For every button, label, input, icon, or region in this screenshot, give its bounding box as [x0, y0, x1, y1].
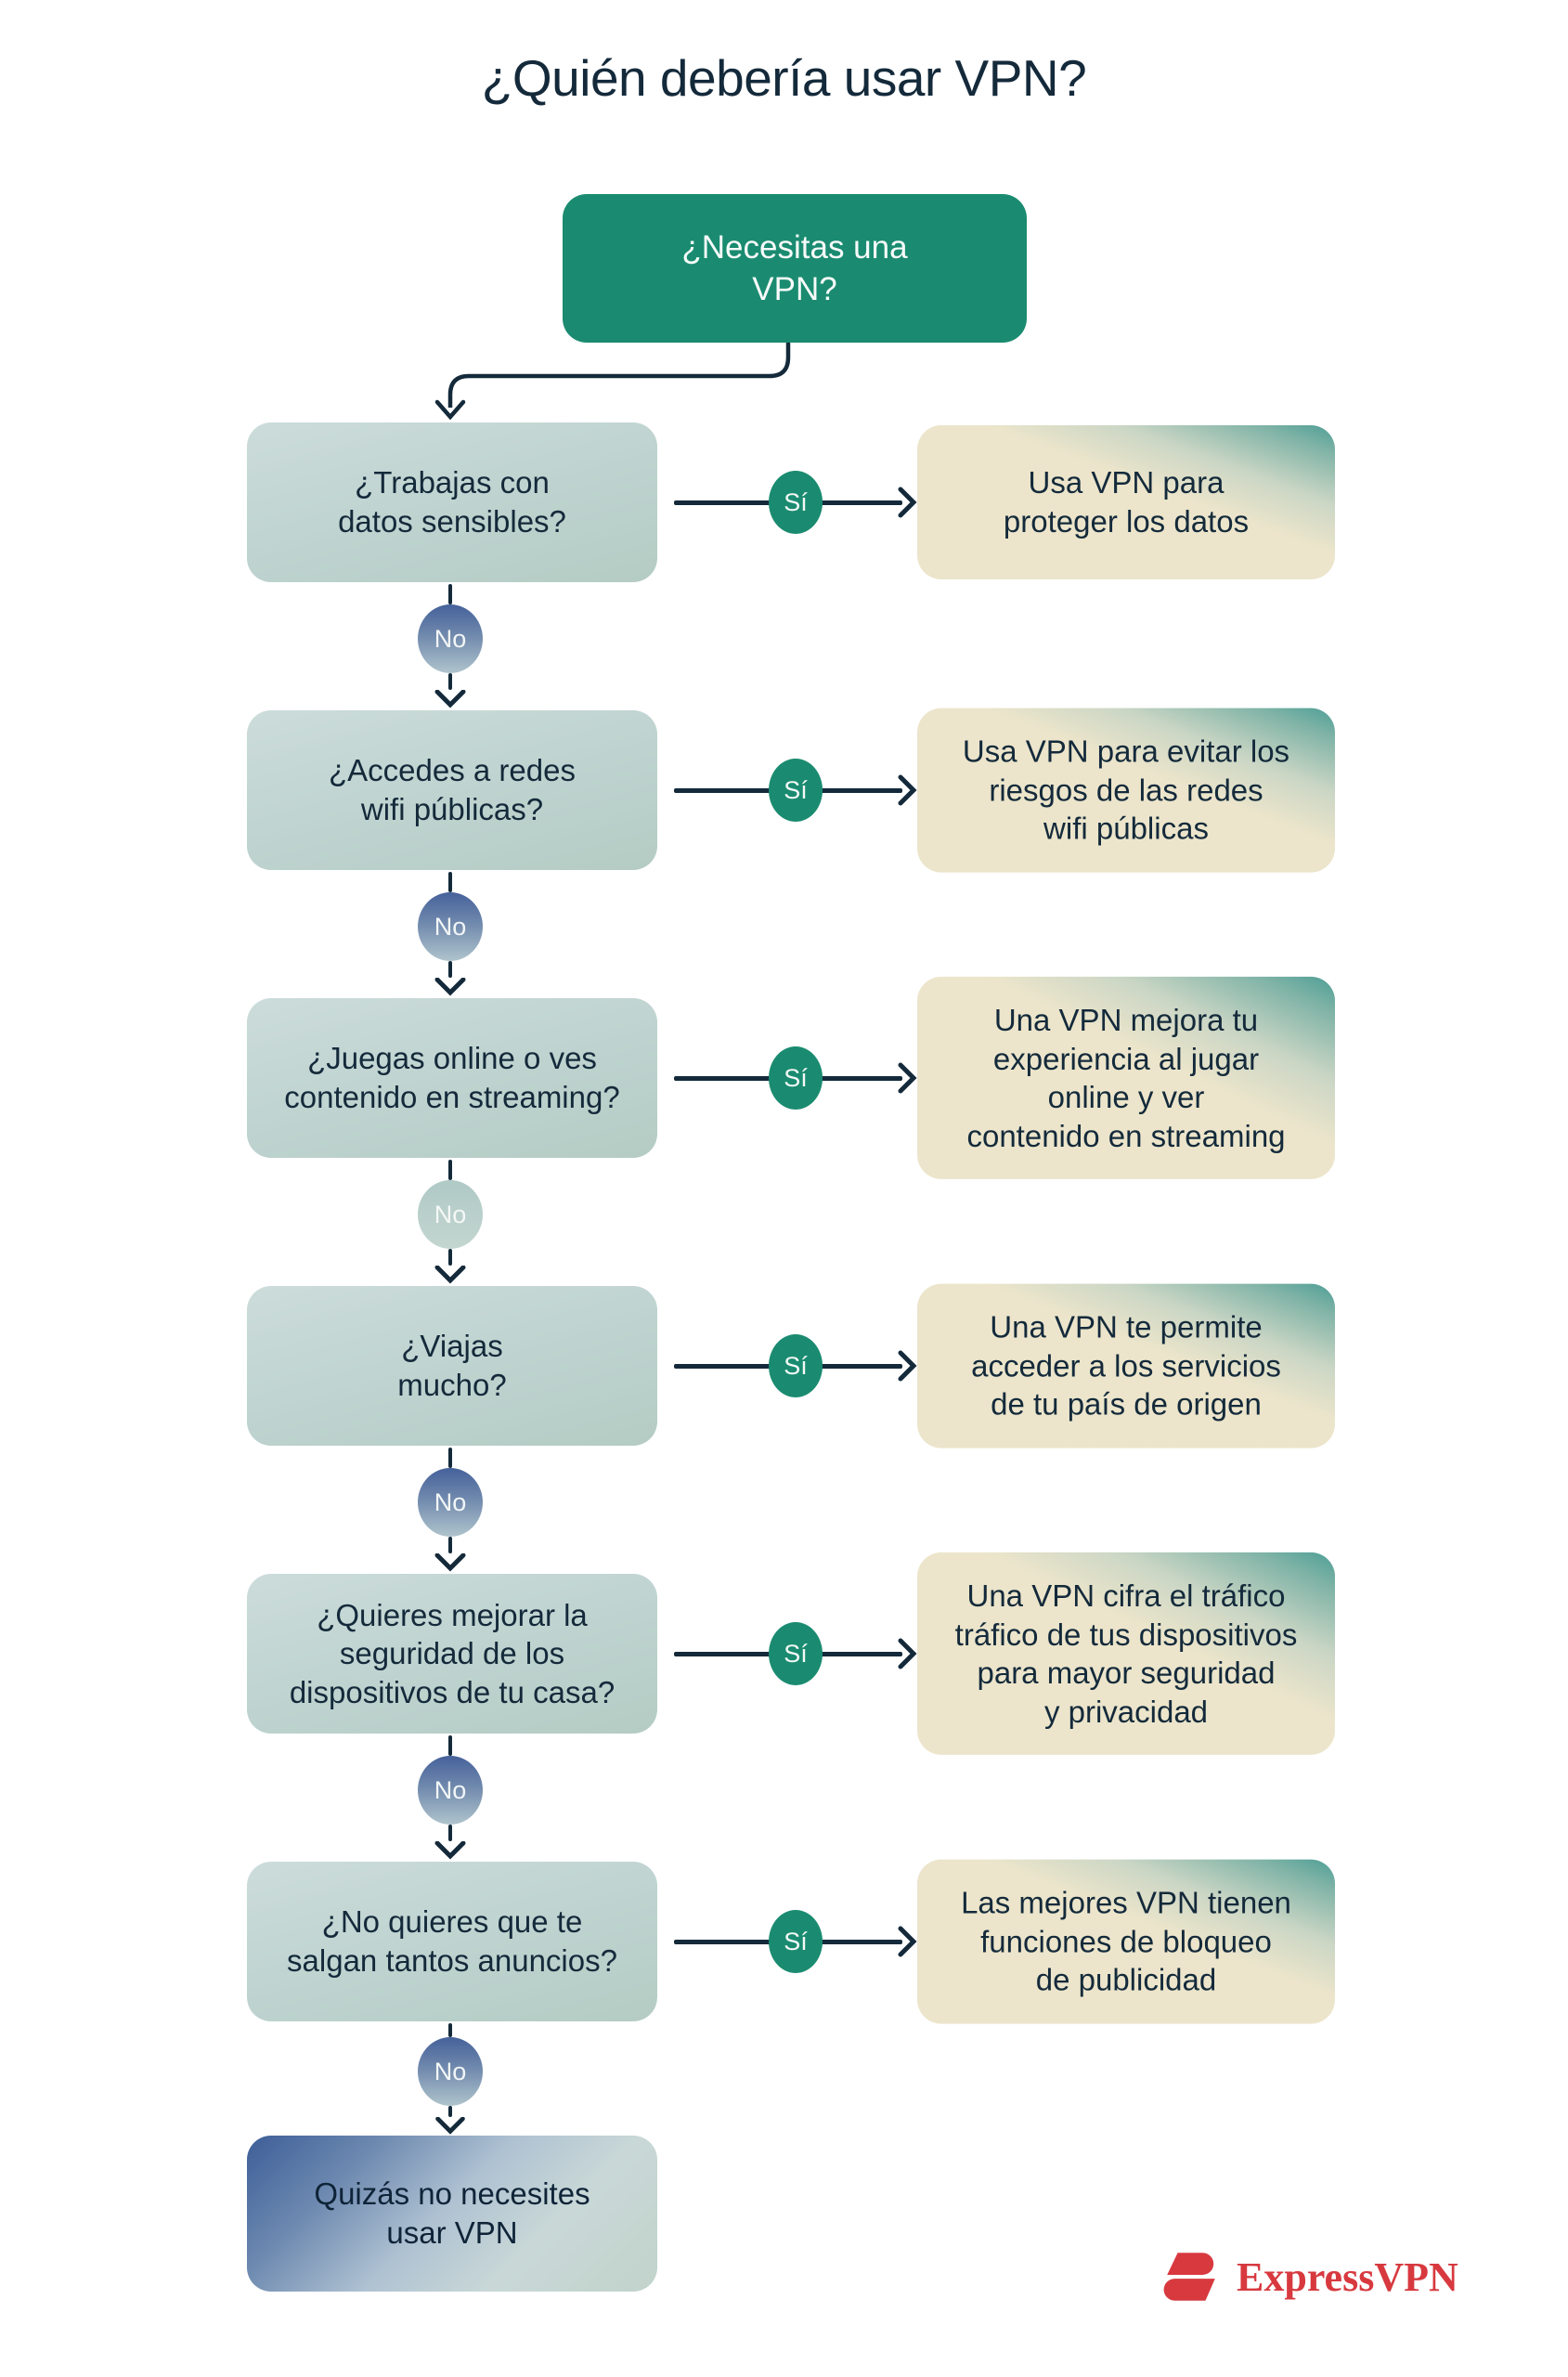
arrow-right-icon: [898, 1638, 917, 1669]
question-text: ¿No quieres que te salgan tantos anuncio…: [287, 1904, 617, 1978]
no-label: No: [434, 2057, 467, 2085]
answer-box-3: Una VPN mejora tu experiencia al jugar o…: [917, 976, 1335, 1180]
start-elbow-connector: [434, 343, 791, 421]
answer-box-1: Usa VPN para proteger los datos: [917, 425, 1335, 579]
yes-label: Sí: [784, 1639, 808, 1668]
no-label: No: [434, 1487, 467, 1516]
start-node-label: ¿Necesitas una VPN?: [681, 228, 908, 308]
no-label: No: [434, 912, 467, 941]
expressvpn-mark-icon: [1163, 2253, 1215, 2301]
start-node: ¿Necesitas una VPN?: [563, 194, 1027, 343]
yes-pill: Sí: [769, 759, 823, 822]
arrow-down-icon: [434, 1553, 466, 1572]
arrow-down-icon: [434, 1266, 466, 1284]
question-text: ¿Quieres mejorar la seguridad de los dis…: [289, 1597, 616, 1709]
answer-text: Usa VPN para evitar los riesgos de las r…: [962, 734, 1290, 846]
arrow-right-icon: [898, 774, 917, 806]
no-pill: No: [418, 1180, 483, 1249]
arrow-down-icon: [434, 1841, 466, 1860]
no-pill: No: [418, 604, 483, 673]
connector-line: [447, 2023, 453, 2038]
answer-box-2: Usa VPN para evitar los riesgos de las r…: [917, 708, 1335, 873]
connector-line: [447, 1537, 453, 1553]
question-box-1: ¿Trabajas con datos sensibles?: [247, 422, 657, 582]
yes-connector-3: Sí: [674, 1046, 917, 1111]
arrow-right-icon: [898, 1350, 917, 1382]
yes-label: Sí: [784, 1351, 808, 1380]
question-text: ¿Trabajas con datos sensibles?: [338, 465, 566, 539]
no-connector-1: No: [418, 584, 483, 708]
no-pill: No: [418, 1468, 483, 1537]
arrow-down-icon: [434, 690, 466, 708]
no-label: No: [434, 624, 467, 653]
brand-wordmark: ExpressVPN: [1237, 2254, 1458, 2300]
yes-connector-6: Sí: [674, 1909, 917, 1974]
answer-box-4: Una VPN te permite acceder a los servici…: [917, 1283, 1335, 1448]
answer-box-6: Las mejores VPN tienen funciones de bloq…: [917, 1859, 1335, 2024]
yes-pill: Sí: [769, 1910, 823, 1973]
no-connector-5: No: [418, 1735, 483, 1860]
answer-text: Una VPN cifra el tráfico tráfico de tus …: [954, 1578, 1298, 1729]
no-connector-2: No: [418, 872, 483, 996]
yes-label: Sí: [784, 1063, 808, 1092]
yes-connector-1: Sí: [674, 470, 917, 535]
yes-pill: Sí: [769, 1334, 823, 1397]
arrow-right-icon: [898, 1926, 917, 1957]
connector-line: [447, 1825, 453, 1841]
answer-text: Una VPN te permite acceder a los servici…: [971, 1309, 1281, 1422]
connector-line: [447, 872, 453, 892]
yes-connector-5: Sí: [674, 1621, 917, 1686]
answer-text: Usa VPN para proteger los datos: [1003, 465, 1250, 539]
arrow-down-icon: [434, 978, 466, 996]
arrow-down-icon: [434, 399, 466, 421]
no-label: No: [434, 1775, 467, 1804]
end-node-label: Quizás no necesites usar VPN: [314, 2176, 590, 2250]
arrow-right-icon: [898, 1062, 917, 1094]
connector-line: [447, 961, 453, 978]
no-connector-4: No: [418, 1448, 483, 1572]
no-label: No: [434, 1200, 467, 1228]
question-box-2: ¿Accedes a redes wifi públicas?: [247, 710, 657, 870]
page-title: ¿Quién debería usar VPN?: [481, 49, 1087, 107]
connector-line: [447, 1160, 453, 1180]
connector-line: [447, 1735, 453, 1756]
yes-pill: Sí: [769, 1622, 823, 1685]
question-text: ¿Viajas mucho?: [397, 1329, 507, 1402]
yes-pill: Sí: [769, 471, 823, 534]
no-connector-3: No: [418, 1160, 483, 1284]
yes-label: Sí: [784, 1927, 808, 1955]
connector-line: [447, 1249, 453, 1266]
yes-label: Sí: [784, 487, 808, 516]
connector-line: [447, 2106, 453, 2117]
question-text: ¿Juegas online o ves contenido en stream…: [284, 1041, 620, 1114]
yes-pill: Sí: [769, 1046, 823, 1110]
yes-label: Sí: [784, 775, 808, 804]
yes-connector-4: Sí: [674, 1333, 917, 1398]
answer-text: Una VPN mejora tu experiencia al jugar o…: [966, 1002, 1286, 1153]
question-box-3: ¿Juegas online o ves contenido en stream…: [247, 998, 657, 1158]
end-node: Quizás no necesites usar VPN: [247, 2136, 657, 2292]
no-pill: No: [418, 2037, 483, 2107]
no-pill: No: [418, 892, 483, 961]
answer-text: Las mejores VPN tienen funciones de bloq…: [961, 1885, 1291, 1997]
arrow-right-icon: [898, 487, 917, 518]
no-connector-6: No: [418, 2023, 483, 2135]
brand-logo: ExpressVPN: [1160, 2243, 1458, 2310]
question-text: ¿Accedes a redes wifi públicas?: [329, 753, 576, 826]
answer-box-5: Una VPN cifra el tráfico tráfico de tus …: [917, 1552, 1335, 1756]
connector-line: [447, 584, 453, 604]
yes-connector-2: Sí: [674, 758, 917, 823]
question-box-4: ¿Viajas mucho?: [247, 1286, 657, 1446]
connector-line: [447, 673, 453, 690]
question-box-5: ¿Quieres mejorar la seguridad de los dis…: [247, 1574, 657, 1734]
connector-line: [447, 1448, 453, 1468]
arrow-down-icon: [435, 2116, 465, 2135]
question-box-6: ¿No quieres que te salgan tantos anuncio…: [247, 1862, 657, 2021]
no-pill: No: [418, 1756, 483, 1825]
